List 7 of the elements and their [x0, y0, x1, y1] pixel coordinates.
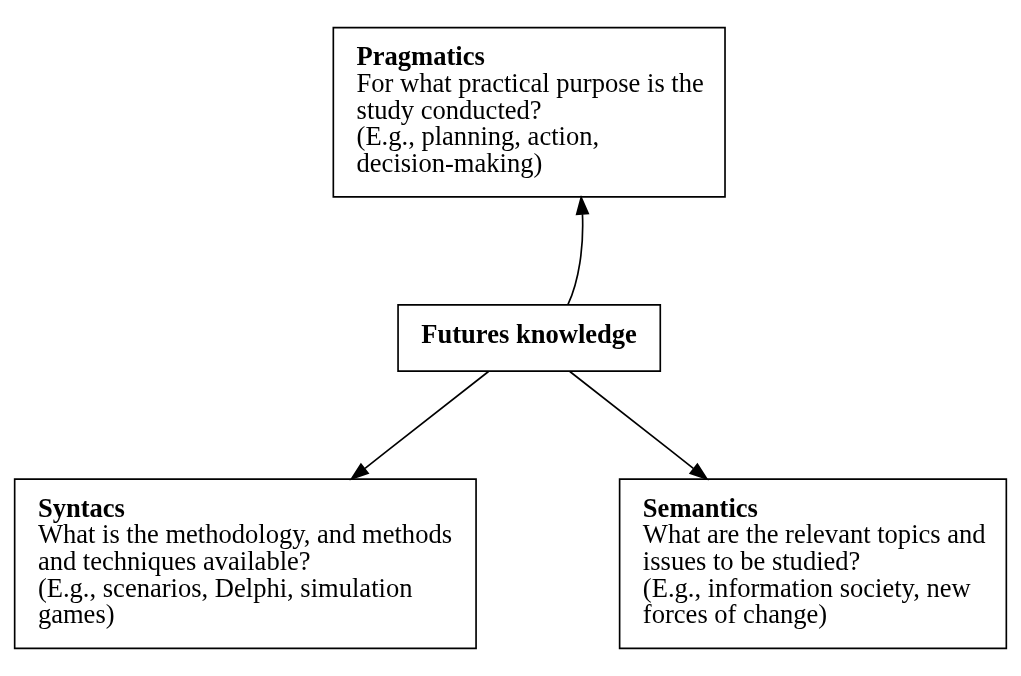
node-box: Semantics What are the relevant topics and issues to be studied? (E.g., information society, new forces of change) — [618, 478, 1008, 650]
node-box: Futures knowledge — [397, 304, 662, 372]
arrow — [567, 194, 590, 306]
node-box: Pragmatics For what practical purpose is the study conducted? (E.g., planning, action, decision-making) — [332, 26, 726, 198]
arrow — [569, 370, 709, 481]
arrow — [349, 370, 490, 481]
node-box: Syntacs What is the methodology, and methods and techniques available? (E.g., scenarios, Delphi, simulation games) — [13, 478, 477, 650]
